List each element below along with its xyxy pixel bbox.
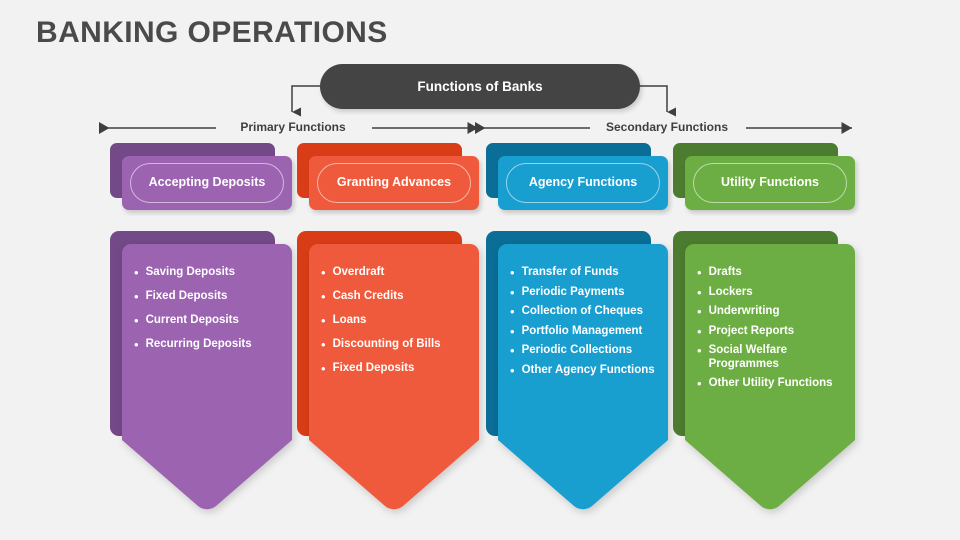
list-item: • Recurring Deposits	[134, 337, 284, 352]
header-outline	[506, 163, 660, 203]
list-item: • Other Utility Functions	[697, 376, 847, 391]
column-granting-advances[interactable]: Granting Advances • Overdraft • Cash Credit…	[297, 143, 483, 510]
header-label: Agency Functions	[528, 175, 638, 190]
column-utility-functions[interactable]: Utility Functions • Drafts • Lockers • Underw…	[673, 143, 859, 510]
list-item: • Loans	[321, 313, 471, 328]
branch-label-secondary: Secondary Functions	[605, 120, 729, 134]
bullet-icon: •	[134, 337, 139, 352]
bullet-icon: •	[321, 337, 326, 352]
bullet-icon: •	[697, 343, 702, 358]
bullet-icon: •	[697, 265, 702, 280]
list-item-label: Loans	[332, 314, 367, 326]
page-title: BANKING OPERATIONS	[36, 16, 388, 49]
list-item: • Discounting of Bills	[321, 337, 471, 352]
header-label: Accepting Deposits	[148, 175, 266, 190]
list-item-label: Collection of Cheques	[521, 305, 643, 317]
bullet-list: • Overdraft • Cash Credits • Loans • Discountin…	[321, 265, 471, 385]
list-item-label: Lockers	[708, 285, 753, 298]
list-item: • Current Deposits	[134, 313, 284, 328]
bullet-icon: •	[134, 289, 139, 304]
body-chevron-panel	[685, 244, 855, 510]
bullet-icon: •	[510, 343, 515, 358]
list-item-label: Periodic Collections	[521, 344, 633, 356]
list-item-label: Drafts	[708, 266, 742, 278]
bullet-icon: •	[321, 313, 326, 328]
list-item-label: Discounting of Bills	[332, 338, 441, 350]
list-item-label: Underwriting	[708, 305, 780, 317]
header-outline	[693, 163, 847, 203]
list-item-label: Project Reports	[708, 324, 795, 337]
list-item-label: Cash Credits	[332, 290, 404, 302]
bullet-icon: •	[321, 265, 326, 280]
bullet-icon: •	[510, 265, 515, 280]
bullet-list: • Saving Deposits • Fixed Deposits • Current …	[134, 265, 284, 361]
list-item-label: Transfer of Funds	[521, 266, 619, 278]
bullet-list: • Transfer of Funds • Periodic Payments • Col…	[510, 265, 660, 382]
bullet-icon: •	[697, 323, 702, 339]
list-item: • Lockers	[697, 285, 847, 300]
list-item: • Cash Credits	[321, 289, 471, 304]
list-item: • Drafts	[697, 265, 847, 280]
root-node-label: Functions of Banks	[417, 79, 543, 94]
body-chevron-panel	[309, 244, 479, 510]
list-item-label: Saving Deposits	[145, 266, 236, 278]
header-outline	[317, 163, 471, 203]
list-item: • Underwriting	[697, 304, 847, 319]
list-item: • Project Reports	[697, 324, 847, 339]
list-item: • Periodic Payments	[510, 285, 660, 300]
list-item-label: Portfolio Management	[521, 324, 643, 337]
list-item: • Transfer of Funds	[510, 265, 660, 280]
header-outline	[130, 163, 284, 203]
bullet-icon: •	[321, 289, 326, 304]
header-card[interactable]: Granting Advances	[309, 156, 479, 210]
bullet-icon: •	[510, 362, 515, 378]
header-label: Utility Functions	[721, 175, 819, 190]
list-item-label: Social Welfare Programmes	[708, 344, 787, 370]
list-item: • Collection of Cheques	[510, 304, 660, 319]
list-item: • Other Agency Functions	[510, 363, 660, 378]
bullet-icon: •	[134, 265, 139, 280]
list-item-label: Periodic Payments	[521, 285, 625, 298]
list-item: • Fixed Deposits	[321, 361, 471, 376]
list-item: • Portfolio Management	[510, 324, 660, 339]
list-item-label: Other Utility Functions	[708, 376, 833, 389]
list-item: • Overdraft	[321, 265, 471, 280]
list-item: • Fixed Deposits	[134, 289, 284, 304]
list-item-label: Other Agency Functions	[521, 363, 655, 376]
header-card[interactable]: Agency Functions	[498, 156, 668, 210]
bullet-icon: •	[697, 284, 702, 300]
list-item: • Saving Deposits	[134, 265, 284, 280]
list-item-label: Fixed Deposits	[145, 290, 228, 302]
column-accepting-deposits[interactable]: Accepting Deposits • Saving Deposits • Fixe…	[110, 143, 296, 510]
bullet-list: • Drafts • Lockers • Underwriting • Project Rep…	[697, 265, 847, 395]
list-item-label: Current Deposits	[145, 314, 239, 326]
bullet-icon: •	[510, 284, 515, 300]
bullet-icon: •	[321, 361, 326, 376]
body-chevron-panel	[122, 244, 292, 510]
header-card[interactable]: Utility Functions	[685, 156, 855, 210]
list-item-label: Overdraft	[332, 266, 385, 278]
list-item: • Periodic Collections	[510, 343, 660, 358]
list-item-label: Fixed Deposits	[332, 362, 415, 374]
header-label: Granting Advances	[336, 175, 452, 190]
list-item: • Social Welfare Programmes	[697, 343, 847, 371]
bullet-icon: •	[510, 304, 515, 319]
branch-label-primary: Primary Functions	[240, 120, 346, 134]
bullet-icon: •	[134, 313, 139, 328]
column-agency-functions[interactable]: Agency Functions • Transfer of Funds • Peri…	[486, 143, 672, 510]
bullet-icon: •	[697, 304, 702, 319]
header-card[interactable]: Accepting Deposits	[122, 156, 292, 210]
bullet-icon: •	[510, 323, 515, 339]
list-item-label: Recurring Deposits	[145, 338, 252, 350]
bullet-icon: •	[697, 375, 702, 391]
body-chevron-panel	[498, 244, 668, 510]
root-node[interactable]: Functions of Banks	[320, 64, 640, 109]
